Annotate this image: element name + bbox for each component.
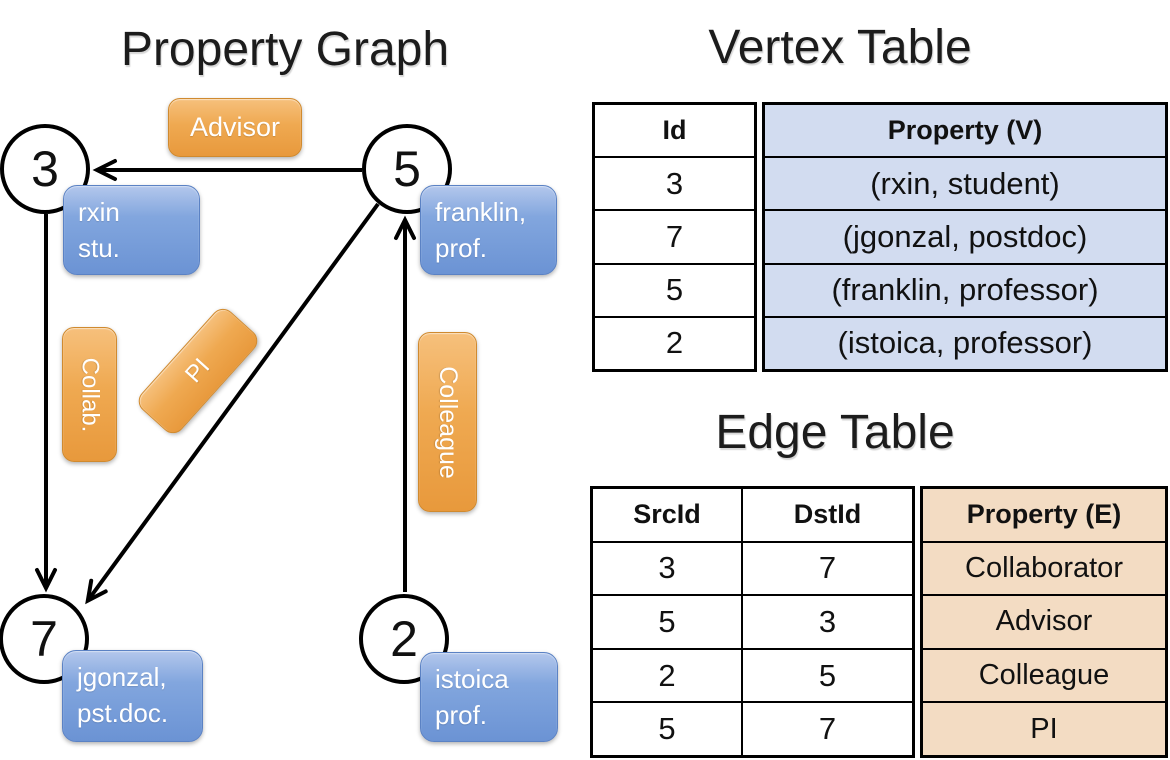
edge-table-dstid-header: DstId — [793, 499, 862, 530]
vertex-table-property-column: Property (V) (rxin, student) (jgonzal, p… — [762, 102, 1168, 372]
edge-label-colleague: Colleague — [418, 332, 477, 512]
vertex-table-title: Vertex Table — [708, 21, 972, 74]
edge-table-id-columns: SrcId DstId 3 7 5 3 2 5 5 7 — [590, 486, 915, 758]
table-cell: (rxin, student) — [765, 156, 1165, 210]
vertex-3-property-box: rxin stu. — [63, 185, 200, 275]
table-cell: 5 — [595, 262, 754, 316]
table-cell: 2 — [595, 315, 754, 369]
table-cell: Advisor — [923, 594, 1165, 648]
vertex-2-property-box: istoica prof. — [420, 652, 558, 742]
edge-label-collab: Collab. — [62, 327, 117, 462]
table-row: 2 5 — [593, 647, 912, 702]
page-title-property-graph: Property Graph — [120, 23, 450, 76]
vertex-5-id: 5 — [393, 141, 421, 197]
edge-table-header-row: SrcId DstId — [593, 489, 912, 541]
table-row: 3 7 — [593, 540, 912, 595]
edge-table-srcid-header: SrcId — [593, 489, 743, 541]
table-cell: (jgonzal, postdoc) — [765, 209, 1165, 263]
table-row: 5 7 — [593, 701, 912, 755]
edge-table-title: Edge Table — [715, 406, 955, 459]
edge-line-pi-5-to-7 — [85, 202, 380, 605]
edge-table-property-column: Property (E) Collaborator Advisor Collea… — [920, 486, 1168, 758]
table-cell: PI — [923, 701, 1165, 755]
vertex-2-id: 2 — [390, 611, 418, 667]
vertex-5-property-box: franklin, prof. — [420, 185, 557, 275]
vertex-7-property-box: jgonzal, pst.doc. — [62, 650, 203, 742]
vertex-table-property-header: Property (V) — [765, 105, 1165, 157]
vertex-7-id: 7 — [30, 611, 58, 667]
vertex-5-circle: 5 — [362, 124, 452, 214]
vertex-table-id-header: Id — [662, 115, 687, 146]
vertex-table-id-column: Id 3 7 5 2 — [592, 102, 757, 372]
table-cell: 3 — [595, 156, 754, 209]
edge-label-advisor: Advisor — [168, 98, 302, 157]
table-cell: (istoica, professor) — [765, 315, 1165, 370]
table-cell: Colleague — [923, 647, 1165, 702]
table-cell: (franklin, professor) — [765, 262, 1165, 316]
graph-edges-svg — [35, 159, 416, 605]
table-cell: 7 — [595, 209, 754, 262]
table-row: 5 3 — [593, 594, 912, 648]
edge-table-property-header: Property (E) — [923, 489, 1165, 541]
vertex-2-circle: 2 — [359, 594, 449, 684]
table-cell: Collaborator — [923, 540, 1165, 595]
vertex-3-id: 3 — [31, 141, 59, 197]
